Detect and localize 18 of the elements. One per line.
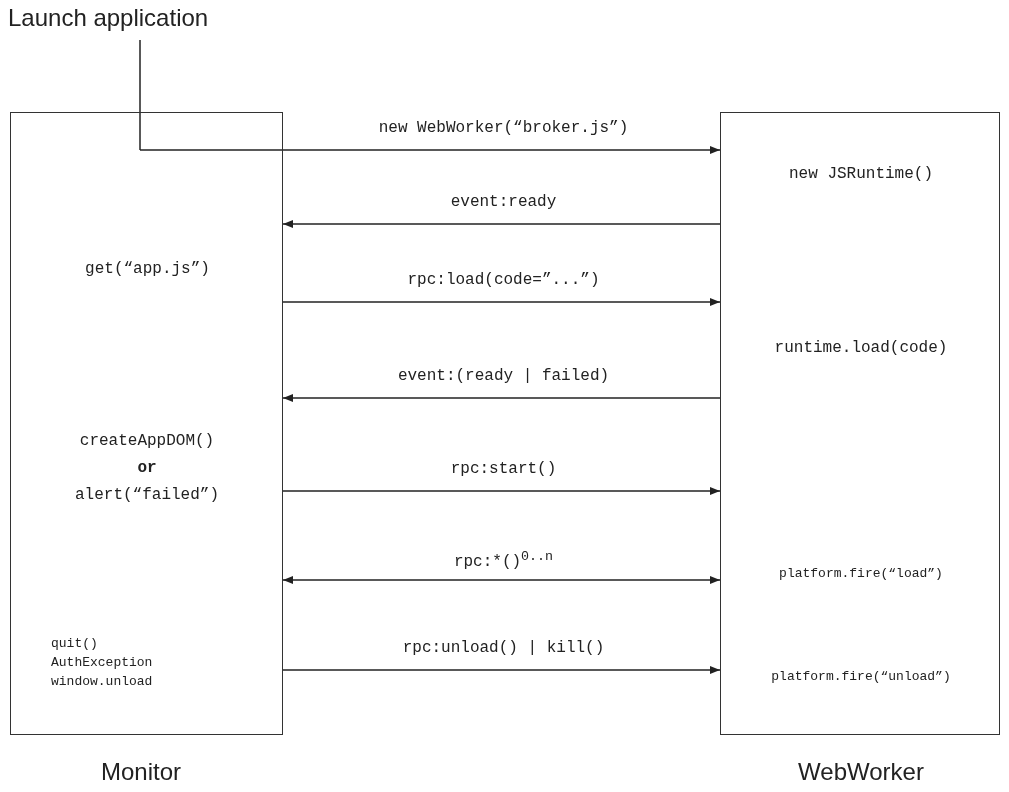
function-call: platform.fire(“load”) xyxy=(778,565,944,583)
connector-line xyxy=(139,39,141,151)
function-call: get(“app.js”) xyxy=(84,259,211,280)
function-call: new JSRuntime() xyxy=(788,164,934,185)
arrow xyxy=(282,576,721,584)
start-label: Launch application xyxy=(8,4,209,32)
arrow xyxy=(282,394,721,402)
lifeline-title: WebWorker xyxy=(798,758,924,786)
outcome-text: createAppDOM() or alert(“failed”) xyxy=(74,431,220,506)
exit-trigger-list: quit() AuthException window.unload xyxy=(51,634,181,691)
arrow xyxy=(282,220,721,228)
arrow xyxy=(139,146,721,154)
arrow xyxy=(282,487,721,495)
function-call: runtime.load(code) xyxy=(773,338,949,359)
arrow xyxy=(282,666,721,674)
function-call: platform.fire(“unload”) xyxy=(770,668,952,686)
lifeline-title: Monitor xyxy=(101,758,181,786)
arrow xyxy=(282,298,721,306)
